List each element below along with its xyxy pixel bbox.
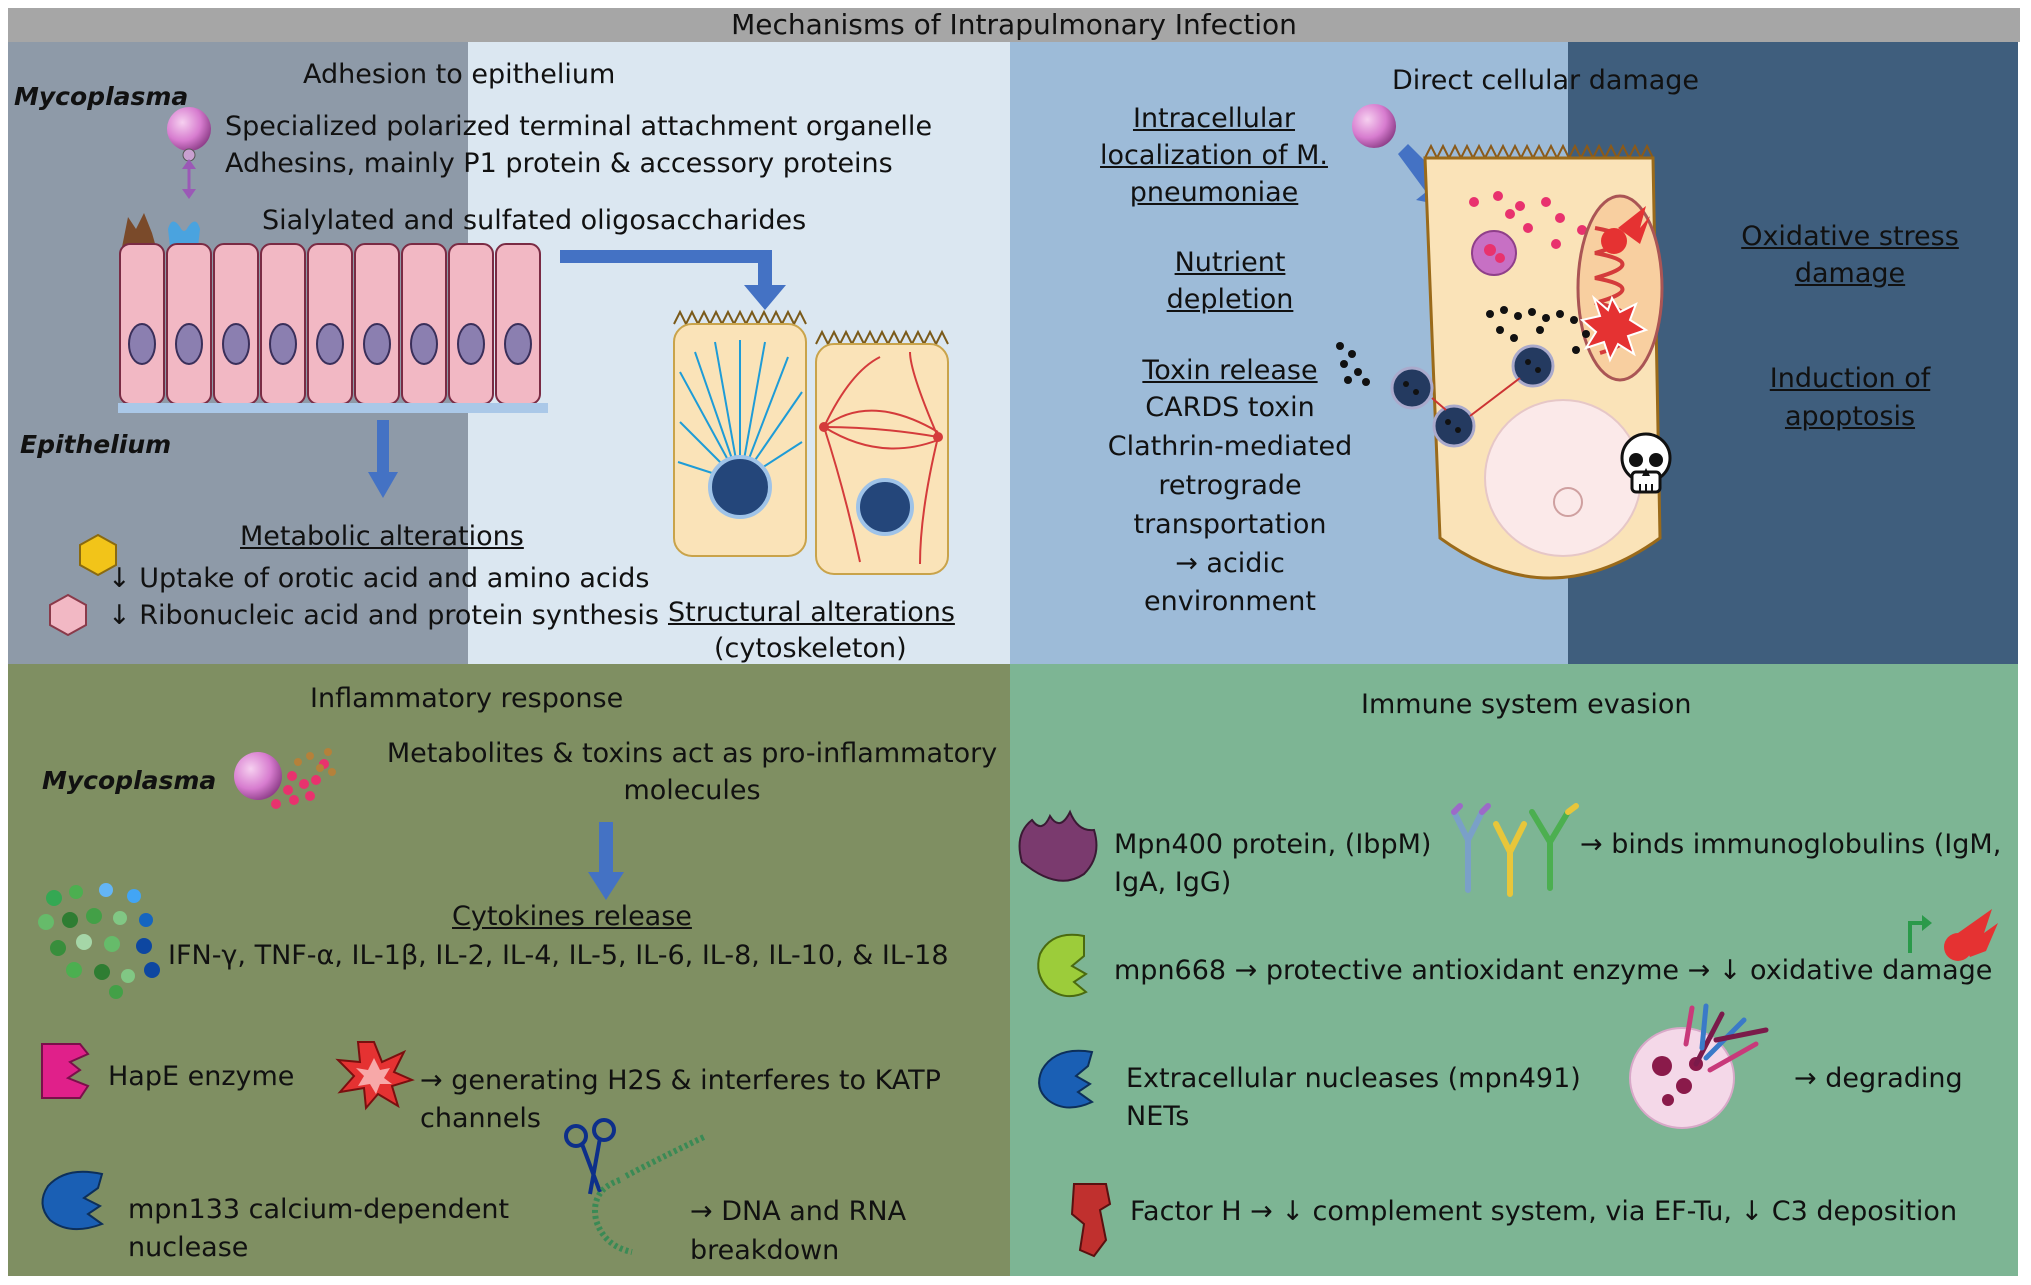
apoptosis-line-1: Induction of [1769, 363, 1931, 394]
mpn668-enzyme-icon [1037, 933, 1088, 998]
mpn668-line: mpn668 → protective antioxidant enzyme →… [1114, 955, 1993, 986]
nuclease-icon [1038, 1049, 1094, 1109]
scissors-dna-icon [564, 1118, 708, 1255]
panel-evasion-bg [1010, 664, 2018, 1276]
mycoplasma-icon [167, 107, 211, 199]
cell-nucleus [410, 323, 438, 365]
cytokines-list: IFN-γ, TNF-α, IL-1β, IL-2, IL-4, IL-5, I… [168, 940, 949, 971]
toxin-line-2: Clathrin-mediated [1107, 431, 1353, 462]
metabolic-heading: Metabolic alterations [240, 521, 524, 552]
intracellular-line-2: localization of M. [1100, 140, 1328, 171]
damage-heading: Direct cellular damage [1392, 65, 1700, 96]
oxidative-line-2: damage [1794, 258, 1906, 289]
mycoplasma-label: Mycoplasma [14, 82, 189, 111]
binds-line-2: IgA, IgG) [1114, 867, 1232, 898]
inflammatory-heading: Inflammatory response [310, 683, 624, 714]
epithelial-cells [118, 243, 548, 413]
toxin-line-5: → acidic [1175, 548, 1285, 579]
figure-title: Mechanisms of Intrapulmonary Infection [731, 8, 1297, 41]
inflammatory-mycoplasma-label: Mycoplasma [42, 766, 217, 795]
nutrient-line-1: Nutrient [1174, 247, 1286, 278]
epithelium-label: Epithelium [20, 430, 172, 459]
nutrient-line-2: depletion [1166, 284, 1294, 315]
antibody-icon [1451, 803, 1579, 897]
cell-nucleus [128, 323, 156, 365]
oxidative-line-1: Oxidative stress [1741, 221, 1959, 252]
cell-nucleus [175, 323, 203, 365]
intracellular-line-1: Intracellular [1132, 103, 1296, 134]
h2s-line-1: → generating H2S & interferes to KATP [420, 1065, 941, 1096]
toxin-heading: Toxin release [1142, 355, 1318, 386]
cell-nucleus [269, 323, 297, 365]
structural-subheading: (cytoskeleton) [714, 633, 907, 664]
flame-icon [1908, 909, 1998, 961]
toxin-line-3: retrograde [1158, 470, 1302, 501]
cytokine-dots [38, 883, 160, 999]
adhesion-heading: Adhesion to epithelium [303, 59, 616, 90]
metabolic-line-2: ↓ Ribonucleic acid and protein synthesis [108, 600, 659, 631]
adhesion-arrow-right [560, 250, 786, 310]
infected-cell [1336, 104, 1664, 580]
factor-h-icon [1070, 1183, 1112, 1258]
cell-nucleus [457, 323, 485, 365]
mpn400-protein-icon [1018, 809, 1098, 882]
cell-nucleus [222, 323, 250, 365]
dna-line-1: → DNA and RNA [690, 1196, 907, 1227]
evasion-heading: Immune system evasion [1361, 689, 1692, 720]
cell-nucleus [363, 323, 391, 365]
hape-label: HapE enzyme [108, 1061, 295, 1092]
skull-icon [1620, 432, 1672, 494]
cytoskeleton-cells [673, 309, 949, 575]
metabolic-line-1: ↓ Uptake of orotic acid and amino acids [108, 563, 650, 594]
nucleases-line-2: NETs [1126, 1101, 1190, 1132]
degrading-label: → degrading [1794, 1063, 1963, 1094]
binds-line-1: → binds immunoglobulins (IgM, [1580, 829, 2002, 860]
cell-nucleus [504, 323, 532, 365]
mpn133-line-2: nuclease [128, 1232, 249, 1263]
cell-nucleus [316, 323, 344, 365]
mpn133-line-1: mpn133 calcium-dependent [128, 1194, 510, 1225]
cytokines-heading: Cytokines release [452, 901, 692, 932]
adhesion-line-1: Specialized polarized terminal attachmen… [225, 111, 933, 142]
hexagon-icon-pink [49, 593, 87, 637]
adhesion-line-3: Sialylated and sulfated oligosaccharides [262, 205, 807, 236]
hape-enzyme-icon [41, 1043, 90, 1099]
adhesion-line-2: Adhesins, mainly P1 protein & accessory … [225, 148, 893, 179]
factorh-line: Factor H → ↓ complement system, via EF-T… [1130, 1196, 1958, 1227]
title-bar [8, 8, 2020, 42]
explosion-icon [335, 1041, 415, 1111]
metabolites-line-2: molecules [623, 775, 761, 806]
mpn133-enzyme-icon [41, 1170, 105, 1231]
mycoplasma-toxins-icon [234, 748, 336, 809]
hexagon-icon-yellow [79, 533, 117, 577]
receptor-icon [122, 213, 200, 247]
intracellular-line-3: pneumoniae [1129, 177, 1299, 208]
dna-line-2: breakdown [690, 1235, 840, 1266]
h2s-line-2: channels [420, 1103, 541, 1134]
adhesion-arrow-down [368, 420, 398, 498]
panel-inflammatory-bg [8, 664, 1010, 1276]
toxin-line-4: transportation [1133, 509, 1327, 540]
net-cell-icon [1629, 1003, 1769, 1129]
mpn400-label: Mpn400 protein, (IbpM) [1114, 829, 1432, 860]
apoptosis-line-2: apoptosis [1784, 401, 1916, 432]
toxin-line-1: CARDS toxin [1145, 392, 1315, 423]
inflammatory-arrow-down [588, 822, 624, 900]
toxin-line-6: environment [1144, 586, 1316, 617]
structural-heading: Structural alterations [668, 597, 955, 628]
nucleases-line-1: Extracellular nucleases (mpn491) [1126, 1063, 1581, 1094]
metabolites-line-1: Metabolites & toxins act as pro-inflamma… [386, 738, 998, 769]
